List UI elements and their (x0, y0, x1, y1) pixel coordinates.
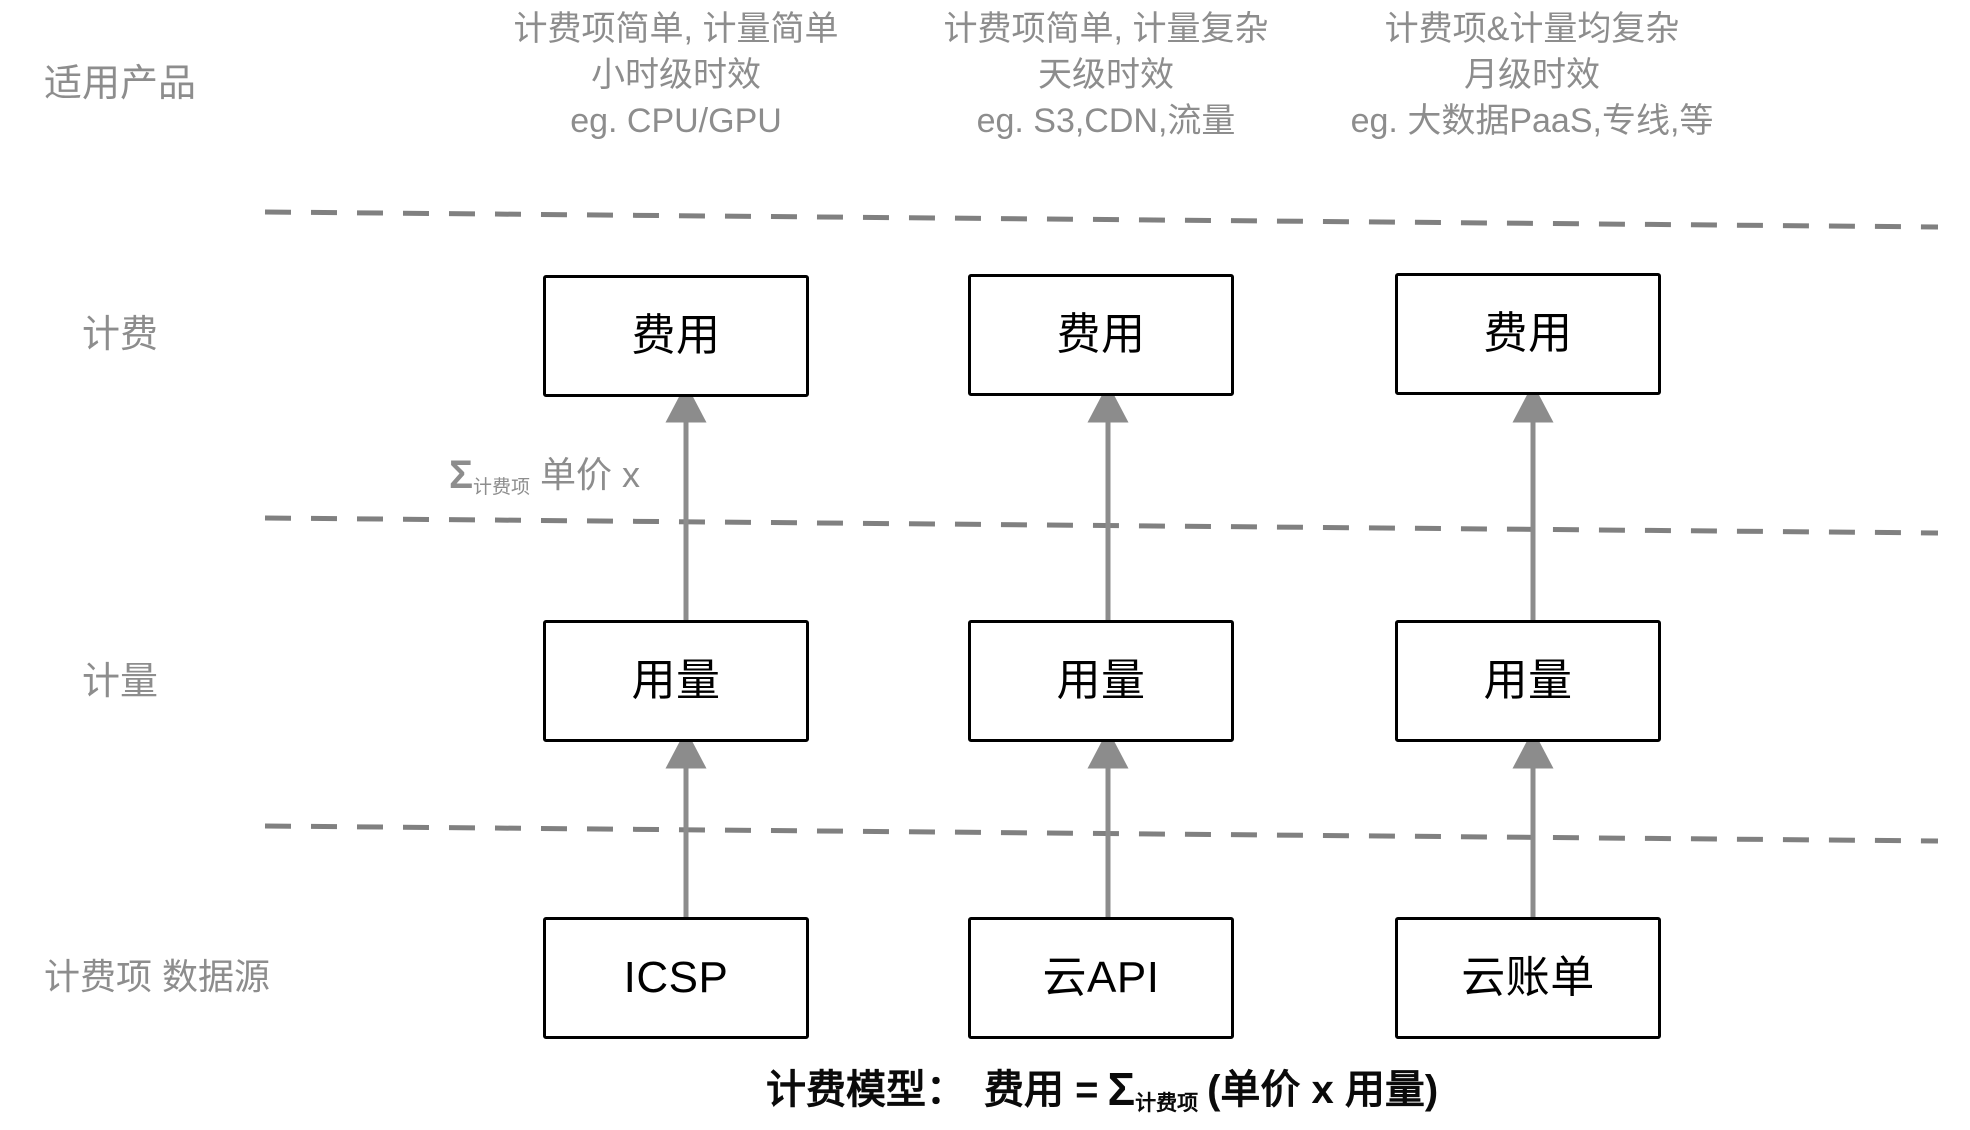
billing-box-col1[interactable]: 费用 (543, 275, 809, 397)
row-label-metering: 计量 (82, 661, 159, 703)
billing-box-col2[interactable]: 费用 (968, 274, 1234, 396)
formula-sigma-subscript: 计费项 (1135, 1092, 1199, 1115)
column-header-1-line-2: 小时级时效 (591, 56, 761, 95)
column-header-2-line-2: 天级时效 (1038, 56, 1174, 95)
metering-box-col3-label: 用量 (1483, 656, 1573, 705)
divider-line-2 (264, 515, 1939, 536)
billing-box-col2-label: 费用 (1056, 310, 1146, 359)
column-header-3-line-2: 月级时效 (1464, 56, 1600, 95)
row-label-applicable-products: 适用产品 (44, 63, 197, 105)
data-source-box-col1[interactable]: ICSP (543, 917, 809, 1039)
formula-prefix: 计费模型： (766, 1068, 966, 1112)
billing-model-formula: 计费模型： 费用 =Σ计费项 (单价 x 用量) (766, 1066, 1438, 1114)
row-label-billing-item-data-source: 计费项 数据源 (44, 956, 271, 997)
column-header-1-line-1: 计费项简单, 计量简单 (513, 10, 839, 48)
unit-price-term: 单价 x (540, 454, 641, 495)
sigma-subscript: 计费项 (473, 477, 531, 498)
metering-box-col1-label: 用量 (631, 656, 721, 705)
billing-box-col3-label: 费用 (1483, 309, 1573, 358)
metering-box-col3[interactable]: 用量 (1395, 620, 1661, 742)
metering-box-col2[interactable]: 用量 (968, 620, 1234, 742)
data-source-box-col2[interactable]: 云API (968, 917, 1234, 1039)
column-header-3-line-3: eg. 大数据PaaS,专线,等 (1350, 102, 1714, 141)
column-header-2-line-3: eg. S3,CDN,流量 (976, 102, 1236, 141)
divider-line-3 (264, 823, 1939, 844)
formula-lhs: 费用 = (984, 1068, 1099, 1112)
billing-box-col3[interactable]: 费用 (1395, 273, 1661, 395)
row-label-billing: 计费 (82, 314, 159, 356)
divider-line-1 (264, 209, 1939, 230)
data-source-box-col3-label: 云账单 (1461, 953, 1595, 1002)
data-source-box-col1-label: ICSP (623, 953, 729, 1002)
metering-box-col2-label: 用量 (1056, 656, 1146, 705)
column-header-3-line-1: 计费项&计量均复杂 (1384, 10, 1680, 48)
sigma-symbol: Σ (449, 453, 474, 497)
formula-rhs: (单价 x 用量) (1207, 1068, 1439, 1112)
data-source-box-col3[interactable]: 云账单 (1395, 917, 1661, 1039)
column-header-1: 计费项简单, 计量简单 小时级时效 eg. CPU/GPU (416, 6, 936, 145)
unit-price-annotation: Σ计费项单价 x (449, 455, 640, 497)
column-header-2-line-1: 计费项简单, 计量复杂 (943, 10, 1269, 48)
billing-box-col1-label: 费用 (631, 311, 721, 360)
formula-sigma-symbol: Σ (1107, 1063, 1136, 1115)
column-header-3: 计费项&计量均复杂 月级时效 eg. 大数据PaaS,专线,等 (1272, 6, 1792, 145)
column-header-2: 计费项简单, 计量复杂 天级时效 eg. S3,CDN,流量 (846, 6, 1366, 145)
column-header-1-line-3: eg. CPU/GPU (570, 102, 782, 141)
metering-box-col1[interactable]: 用量 (543, 620, 809, 742)
data-source-box-col2-label: 云API (1042, 953, 1160, 1002)
